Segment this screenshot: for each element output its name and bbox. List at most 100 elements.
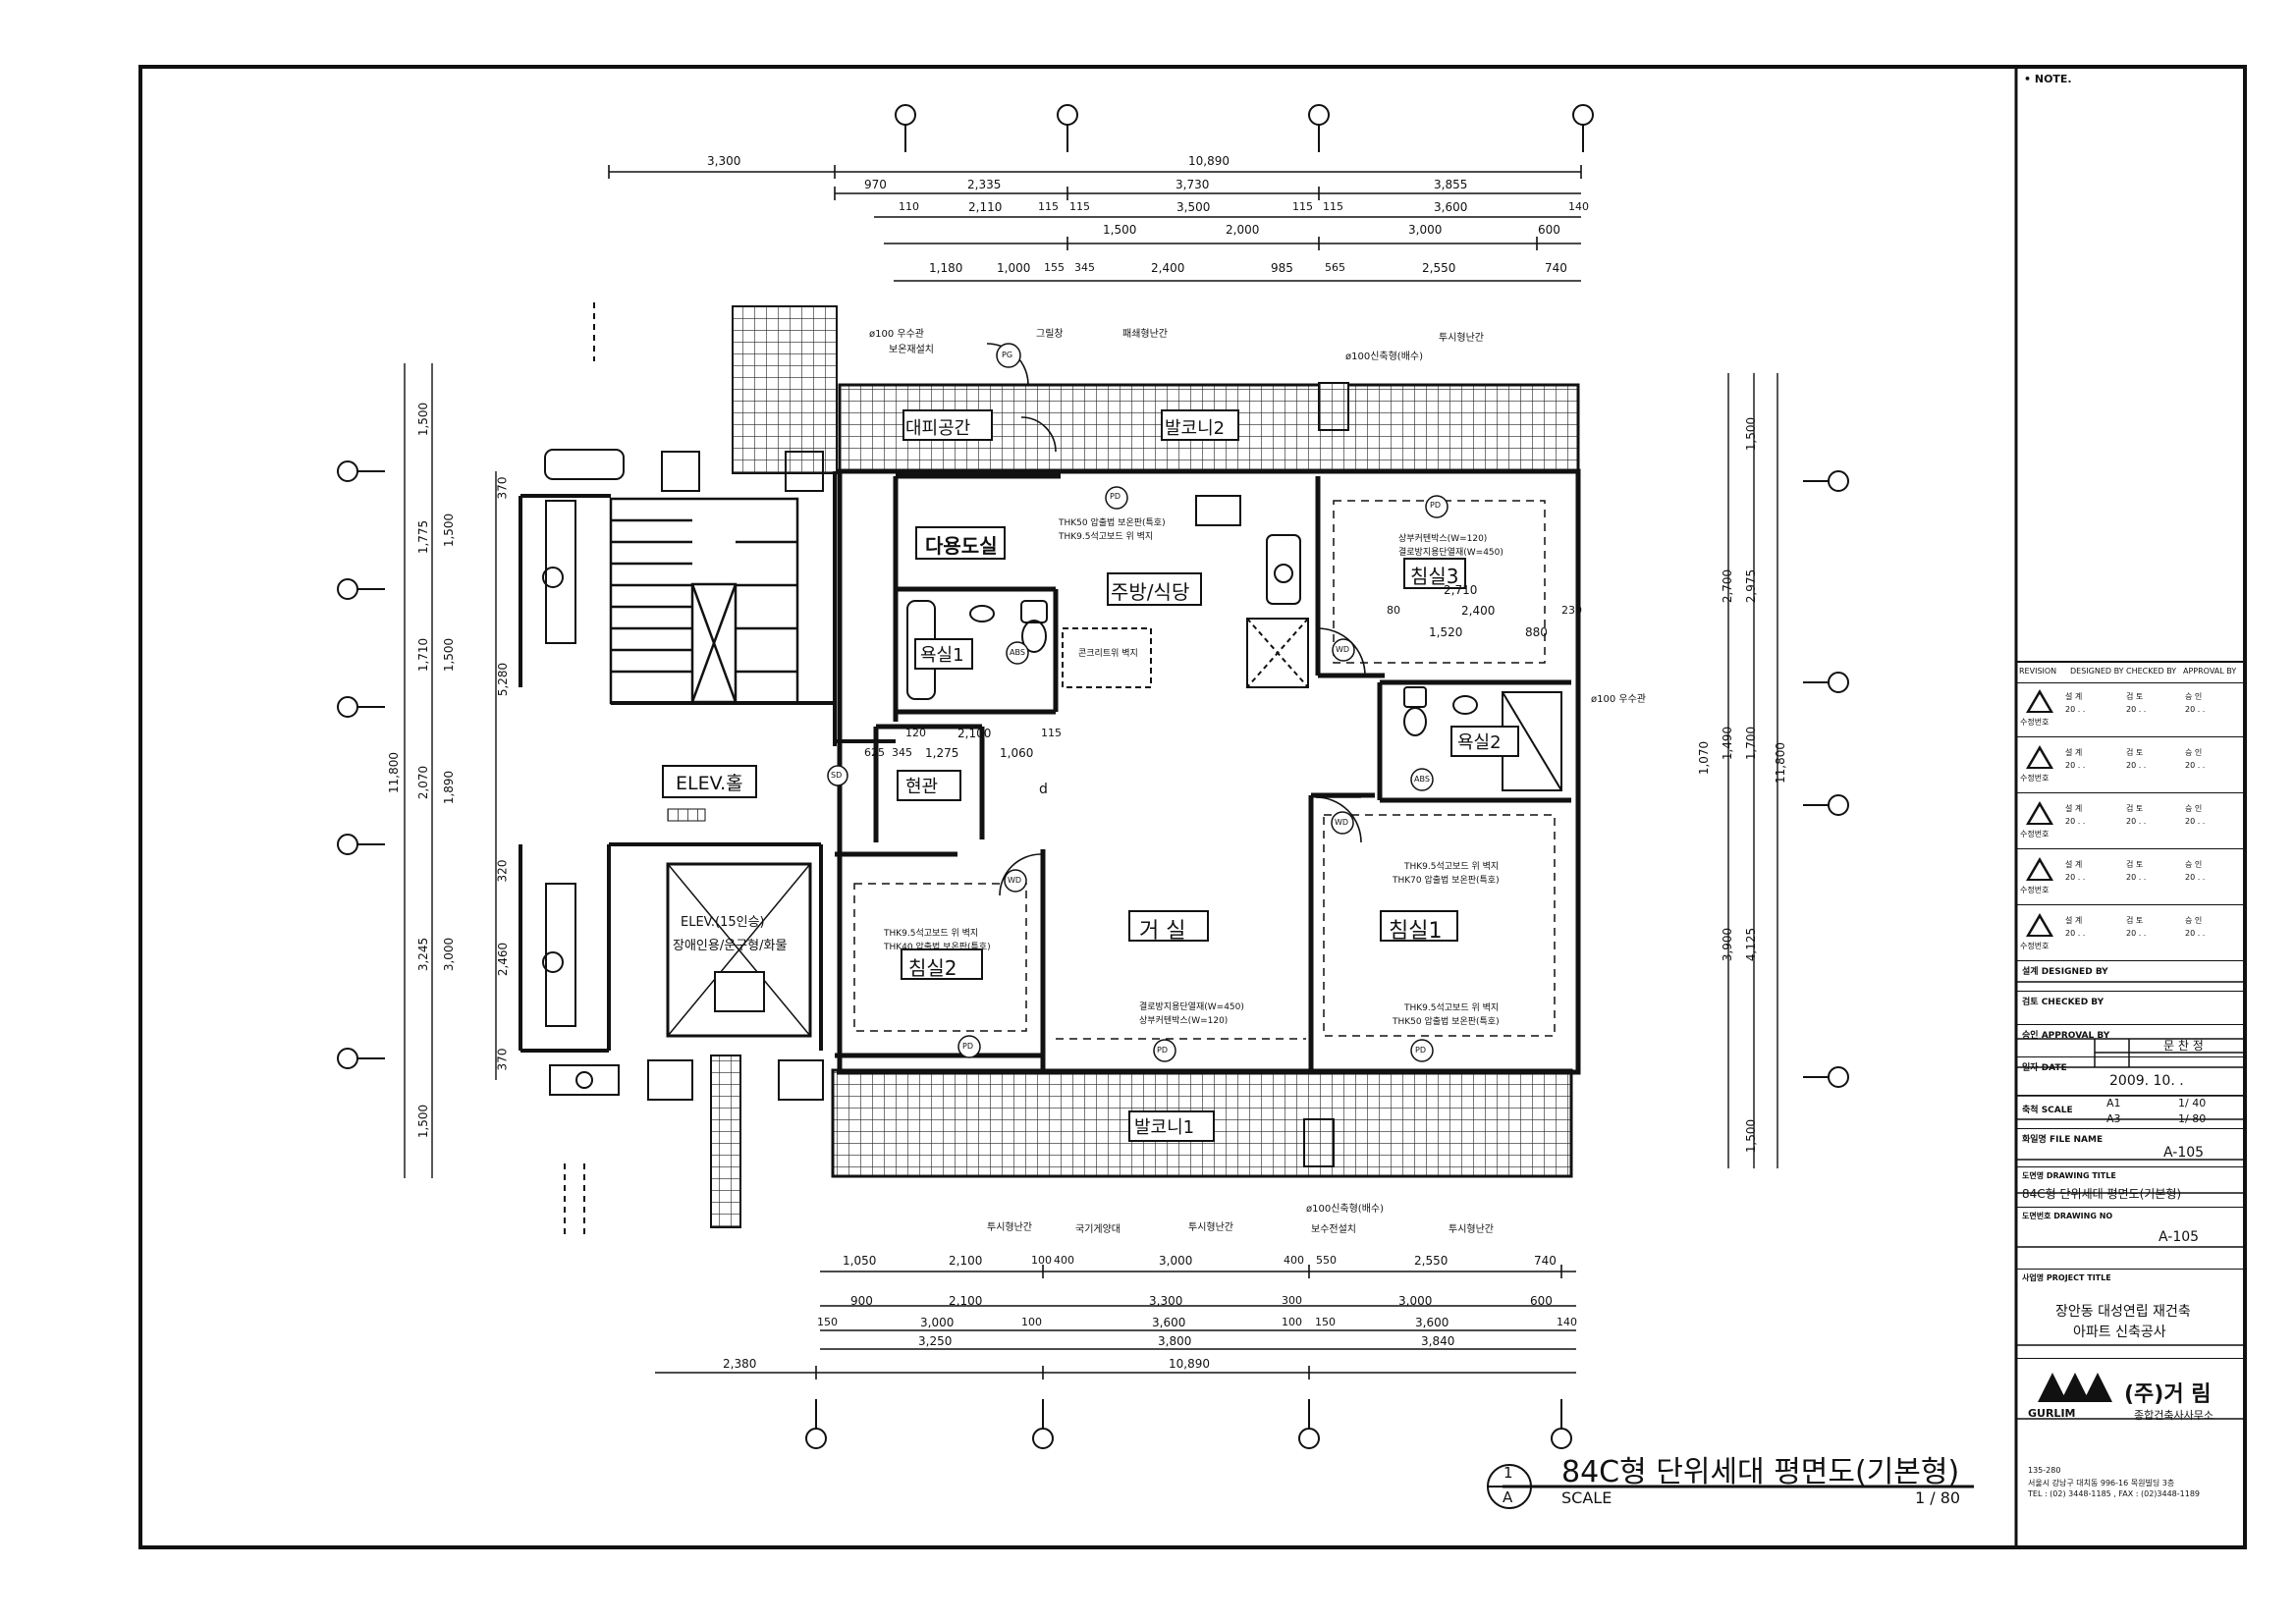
note-valve: 보수전설치 xyxy=(1311,1224,1356,1235)
dim-top-r3-3: 115 xyxy=(1069,200,1090,213)
rev-c2: 검 토 xyxy=(2126,692,2144,701)
date-section: 일자 DATE 2009. 10. . xyxy=(2016,1057,2245,1096)
note-concrete: 콘크리트위 벽지 xyxy=(1078,649,1138,659)
dim-entry-5: 1,275 xyxy=(925,746,959,760)
note-kitchen-board: THK9.5석고보드 위 벽지 xyxy=(1059,532,1154,542)
note-see-through-rail-b1: 투시형난간 xyxy=(987,1222,1032,1233)
rev-d1: 20 . . xyxy=(2065,817,2086,826)
dim-bot-r4-2: 3,840 xyxy=(1421,1334,1455,1348)
note-heading: • NOTE. xyxy=(2024,73,2072,85)
dim-top-r3-1: 2,110 xyxy=(968,200,1003,214)
scale-a1: A1 xyxy=(2106,1097,2121,1109)
dim-bot-r1-7: 2,550 xyxy=(1414,1254,1449,1268)
rev-d2: 20 . . xyxy=(2126,873,2147,882)
dim-right-r1-1: 2,975 xyxy=(1744,568,1759,604)
rev-c3: 승 인 xyxy=(2185,804,2203,813)
dim-bot-r3-2: 100 xyxy=(1021,1316,1042,1328)
dim-left-r2-5: 1,890 xyxy=(442,770,457,805)
dim-right-r2-3: 1,490 xyxy=(1721,726,1735,761)
room-bath-2: 욕실2 xyxy=(1457,732,1502,753)
drawing-no-label: 도면번호 DRAWING NO xyxy=(2022,1212,2113,1220)
drawing-title-label: 도면명 DRAWING TITLE xyxy=(2022,1171,2116,1180)
room-kitchen: 주방/식당 xyxy=(1111,580,1190,604)
dim-bot-r3-7: 140 xyxy=(1557,1316,1577,1328)
rev-c1: 설 계 xyxy=(2065,860,2083,869)
company-sub: 종합건축사사무소 xyxy=(2134,1409,2214,1422)
dim-top-r5-8: 740 xyxy=(1545,261,1567,275)
insulation-lines xyxy=(853,500,1556,1040)
dim-top-r3-2: 115 xyxy=(1038,200,1059,213)
rev-c2: 검 토 xyxy=(2126,860,2144,869)
dim-bot-r5-right: 10,890 xyxy=(1169,1357,1210,1371)
note-bed1-board-2: THK9.5석고보드 위 벽지 xyxy=(1404,1003,1500,1013)
revision-row-label: 수정번호 xyxy=(2020,718,2050,727)
tag-pd-3: PD xyxy=(962,1042,973,1051)
dim-left-r1-0: 1,500 xyxy=(416,402,431,437)
address-3: TEL : (02) 3448-1185 , FAX : (02)3448-11… xyxy=(2028,1489,2201,1498)
dim-bot-r2-2: 3,300 xyxy=(1149,1294,1183,1308)
note-expansion-drain-top: ø100신축형(배수) xyxy=(1345,352,1424,362)
revision-triangle-icon xyxy=(2026,689,2053,713)
note-bed1-insul-2: THK50 압출법 보온판(특호) xyxy=(1393,1017,1500,1027)
note-see-through-rail-b2: 투시형난간 xyxy=(1188,1222,1233,1233)
tag-pd-1: PD xyxy=(1110,492,1121,501)
sheet-frame xyxy=(138,65,2247,1549)
title-block: • NOTE. REVISION DESIGNED BY CHECKED BY … xyxy=(2016,67,2245,1547)
rev-c2: 검 토 xyxy=(2126,748,2144,757)
scale-a3-value: 1/ 80 xyxy=(2178,1112,2207,1125)
label-boxes xyxy=(662,409,1519,1142)
dim-top-r5-6: 565 xyxy=(1325,261,1345,274)
room-storage: 대피공간 xyxy=(905,418,971,439)
rev-col-revision: REVISION xyxy=(2019,667,2057,676)
date-label: 일자 DATE xyxy=(2022,1063,2067,1073)
dim-bot-r3-1: 3,000 xyxy=(920,1316,955,1329)
tag-wd-2: WD xyxy=(1335,818,1349,827)
dim-top-r4-3: 600 xyxy=(1538,223,1560,237)
dim-left-r2-1: 1,500 xyxy=(442,513,457,548)
approval-label: 승인 APPROVAL BY xyxy=(2022,1031,2110,1041)
dim-top-r3-7: 3,600 xyxy=(1434,200,1468,214)
dim-entry-4: 345 xyxy=(892,746,912,759)
approval-section: 승인 APPROVAL BY 문 찬 정 xyxy=(2016,1025,2245,1057)
date-value: 2009. 10. . xyxy=(2109,1073,2184,1089)
dim-bot-r2-3: 300 xyxy=(1282,1294,1302,1307)
rev-d3: 20 . . xyxy=(2185,873,2206,882)
bath-fixtures xyxy=(542,382,1562,1167)
drawing-title: 84C형 단위세대 평면도(기본형) xyxy=(1561,1455,1960,1489)
checked-section: 검토 CHECKED BY xyxy=(2016,992,2245,1025)
file-label: 화일명 FILE NAME xyxy=(2022,1135,2104,1145)
dim-top-r4-0: 1,500 xyxy=(1103,223,1137,237)
revision-row-label: 수정번호 xyxy=(2020,942,2050,950)
note-see-through-rail-b3: 투시형난간 xyxy=(1449,1224,1494,1235)
rev-col-checked: CHECKED BY xyxy=(2126,667,2177,676)
dim-left-outer: 11,800 xyxy=(387,752,401,793)
dim-top-r2-2: 3,730 xyxy=(1175,178,1210,191)
dim-top-r3-5: 115 xyxy=(1292,200,1313,213)
dim-left-r1-1: 1,775 xyxy=(416,519,431,555)
rev-c2: 검 토 xyxy=(2126,804,2144,813)
dim-bot-r1-0: 1,050 xyxy=(843,1254,877,1268)
stair-core xyxy=(609,497,799,705)
dim-entry-3: 625 xyxy=(864,746,885,759)
tag-pd-5: PD xyxy=(1415,1046,1426,1055)
revision-row-label: 수정번호 xyxy=(2020,830,2050,839)
rev-d2: 20 . . xyxy=(2126,929,2147,938)
revision-triangle-icon xyxy=(2026,857,2053,881)
rev-col-designed: DESIGNED BY xyxy=(2070,667,2124,676)
title-circle-bottom: A xyxy=(1503,1488,1513,1506)
dim-left-r2-7: 3,000 xyxy=(442,937,457,972)
rev-c3: 승 인 xyxy=(2185,748,2203,757)
dim-left-r3-4: 370 xyxy=(495,1048,510,1071)
dim-bot-r3-6: 3,600 xyxy=(1415,1316,1449,1329)
dim-left-r1-3: 2,070 xyxy=(416,765,431,800)
dim-bed3-5: 880 xyxy=(1525,625,1548,639)
dimension-ticks xyxy=(608,165,1582,1380)
dim-bot-r5-left: 2,380 xyxy=(723,1357,757,1371)
dim-right-r1-3: 4,125 xyxy=(1744,927,1759,962)
dim-bot-r2-5: 600 xyxy=(1530,1294,1553,1308)
dimension-lines xyxy=(404,171,1778,1374)
dim-left-r3-3: 2,460 xyxy=(496,942,511,977)
scale-a3: A3 xyxy=(2106,1112,2121,1125)
dim-right-r1-0: 1,500 xyxy=(1744,416,1759,452)
